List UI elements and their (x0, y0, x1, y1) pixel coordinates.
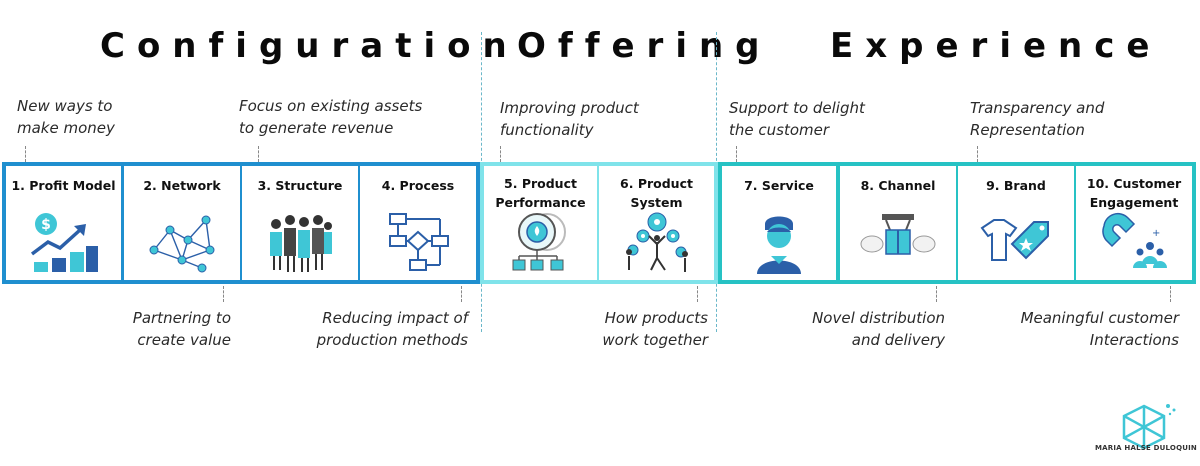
type-label: 9. Brand (986, 178, 1046, 193)
type-card-channel: 8. Channel (840, 166, 956, 280)
tick-bottom-4 (936, 286, 937, 302)
type-card-profit-model: 1. Profit Model $ (6, 166, 121, 280)
section-title-offering: Offering (517, 26, 772, 66)
network-icon (149, 215, 215, 273)
tick-top-1 (25, 146, 26, 162)
profit-chart-icon: $ (30, 213, 98, 272)
delivery-drone-icon (860, 214, 936, 255)
brand-tag-icon (980, 219, 1049, 261)
svg-text:$: $ (41, 217, 51, 233)
gears-people-icon (625, 212, 688, 272)
type-card-service: 7. Service (722, 166, 836, 280)
tick-bottom-5 (1170, 286, 1171, 302)
tick-bottom-1 (223, 286, 224, 302)
type-label: 2. Network (143, 178, 221, 193)
type-card-product-system: 6. Product System (599, 166, 714, 280)
svg-text:+: + (1152, 228, 1160, 239)
type-card-process: 4. Process (360, 166, 476, 280)
tick-top-5 (977, 146, 978, 162)
tick-top-2 (258, 146, 259, 162)
cube-logo-icon (1122, 404, 1176, 450)
type-card-brand: 9. Brand (958, 166, 1074, 280)
magnet-customers-icon: + (1102, 212, 1167, 268)
tick-bottom-3 (697, 286, 698, 302)
type-label: 8. Channel (860, 178, 936, 193)
service-agent-icon (757, 216, 801, 274)
type-label: 3. Structure (257, 178, 343, 193)
type-label: 7. Service (744, 178, 814, 193)
section-title-configuration: Configuration (100, 26, 519, 66)
type-card-network: 2. Network (124, 166, 240, 280)
logo-text: MARIA HALSE DULOQUIN (1095, 444, 1197, 452)
flowchart-icon (389, 213, 449, 271)
type-label: 1. Profit Model (11, 178, 116, 193)
tick-bottom-2 (461, 286, 462, 302)
section-title-experience: Experience (830, 26, 1162, 66)
product-gauge-icon (512, 213, 566, 271)
type-card-structure: 3. Structure (242, 166, 358, 280)
type-label: 4. Process (381, 178, 455, 193)
tick-top-4 (736, 146, 737, 162)
type-label: 6. Product System (620, 176, 693, 210)
people-group-icon (270, 215, 332, 272)
tick-top-3 (500, 146, 501, 162)
